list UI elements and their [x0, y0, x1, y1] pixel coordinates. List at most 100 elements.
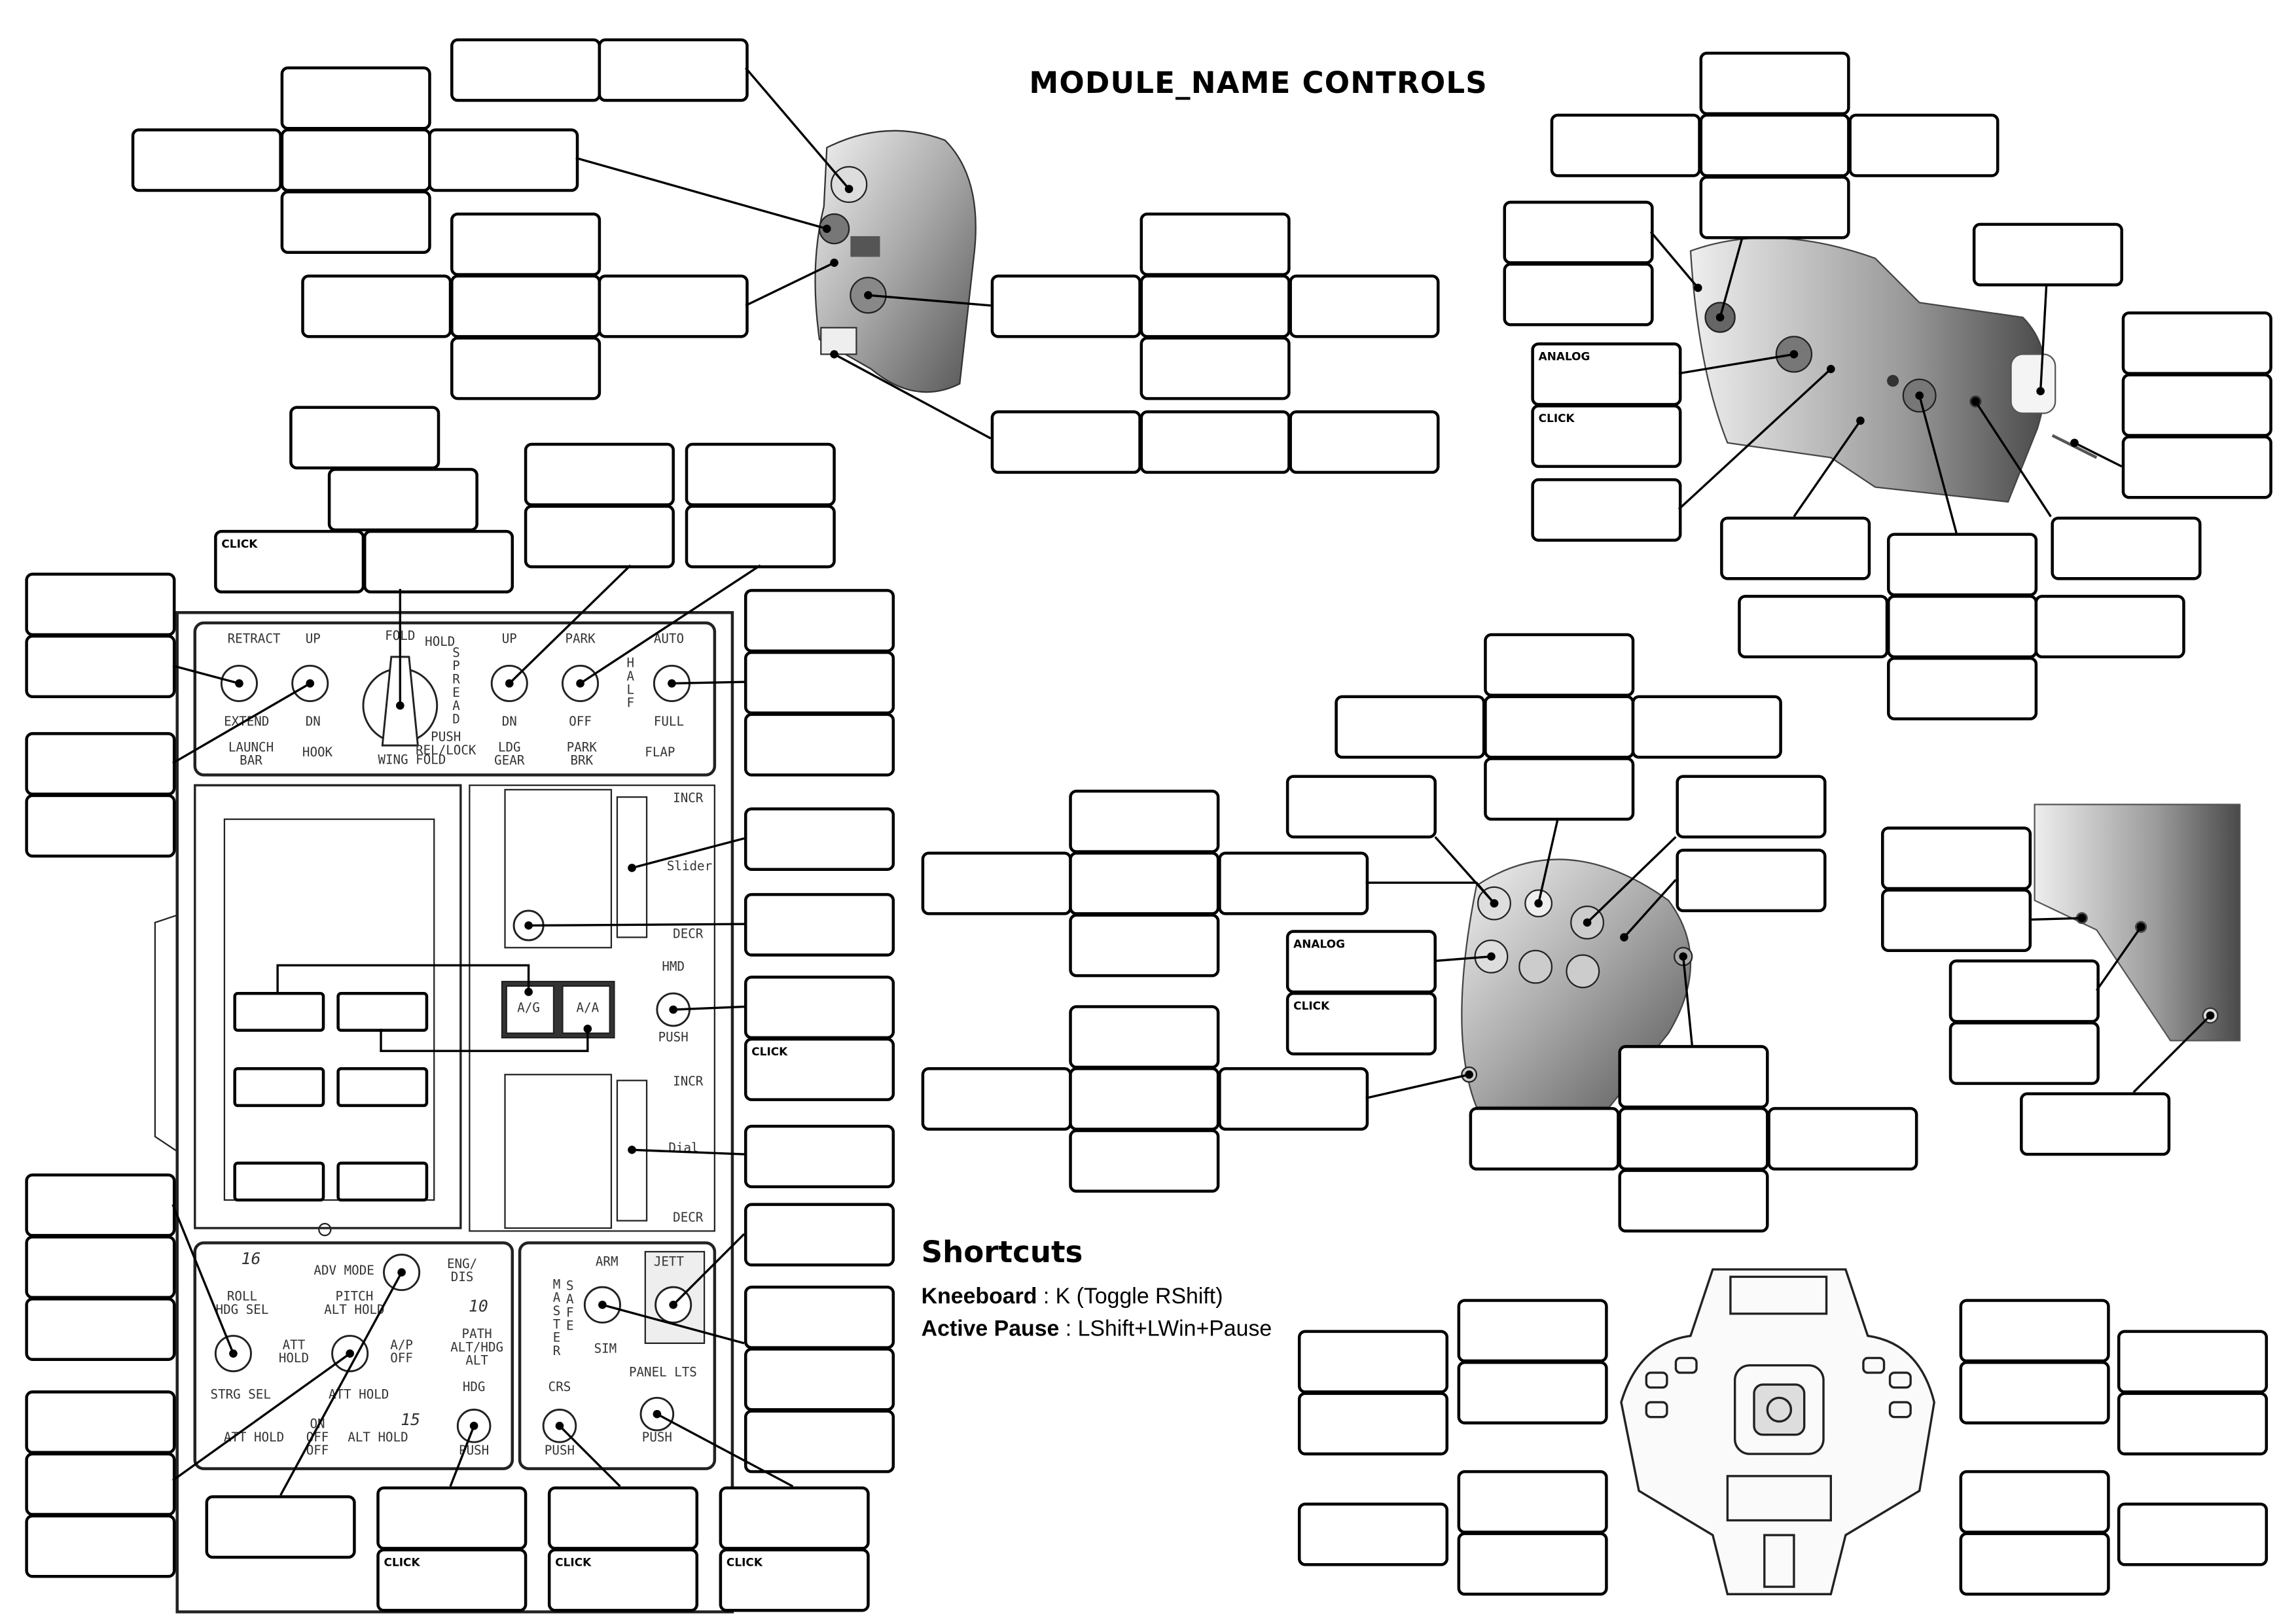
binding-box[interactable] [25, 732, 176, 796]
binding-box[interactable] [990, 410, 1141, 474]
binding-box[interactable] [1069, 913, 1220, 978]
binding-box[interactable] [744, 1203, 895, 1267]
binding-box[interactable] [1469, 1106, 1620, 1171]
binding-box[interactable] [25, 794, 176, 858]
binding-box[interactable] [598, 38, 749, 102]
binding-box[interactable] [719, 1486, 870, 1550]
binding-box[interactable] [2117, 1392, 2269, 1456]
binding-box[interactable] [1618, 1106, 1769, 1171]
binding-box[interactable] [744, 589, 895, 653]
binding-box[interactable] [1297, 1392, 1449, 1456]
binding-box[interactable] [1069, 789, 1220, 853]
binding-box[interactable] [921, 1067, 1072, 1131]
binding-box[interactable] [524, 504, 675, 569]
binding-box[interactable] [1484, 757, 1635, 821]
binding-box[interactable] [25, 1452, 176, 1516]
binding-box[interactable] [1139, 336, 1291, 400]
binding-box[interactable] [1335, 695, 1486, 759]
binding-box[interactable] [25, 635, 176, 699]
binding-box[interactable]: ANALOG [1531, 342, 1682, 406]
binding-box[interactable]: CLICK [214, 529, 365, 593]
binding-box[interactable] [1887, 656, 2038, 720]
binding-box[interactable]: CLICK [547, 1548, 699, 1612]
binding-box[interactable]: CLICK [376, 1548, 528, 1612]
binding-box[interactable] [1948, 959, 2100, 1023]
binding-box[interactable] [1959, 1532, 2110, 1596]
binding-box[interactable] [1887, 533, 2038, 597]
binding-box[interactable] [744, 1409, 895, 1474]
binding-box[interactable] [1297, 1502, 1449, 1566]
binding-box[interactable] [2121, 373, 2272, 437]
binding-box[interactable] [685, 442, 836, 506]
binding-box[interactable] [1959, 1360, 2110, 1424]
binding-box[interactable] [1139, 212, 1291, 276]
binding-box[interactable] [598, 274, 749, 338]
binding-box[interactable] [1069, 851, 1220, 915]
binding-box[interactable] [2121, 435, 2272, 499]
binding-box[interactable] [363, 529, 514, 593]
binding-box[interactable] [2121, 311, 2272, 375]
binding-box[interactable] [1139, 410, 1291, 474]
binding-box[interactable] [1069, 1005, 1220, 1069]
binding-box[interactable] [1631, 695, 1782, 759]
binding-box[interactable] [1285, 775, 1437, 839]
binding-box[interactable] [25, 1173, 176, 1237]
binding-box[interactable] [450, 212, 601, 276]
binding-box[interactable] [2117, 1502, 2269, 1566]
binding-box[interactable] [1699, 175, 1850, 239]
binding-box[interactable] [1699, 113, 1850, 177]
binding-box[interactable] [301, 274, 452, 338]
binding-box[interactable] [1139, 274, 1291, 338]
binding-box[interactable] [450, 274, 601, 338]
binding-box[interactable] [205, 1495, 356, 1559]
binding-box[interactable] [1218, 1067, 1369, 1131]
binding-box[interactable] [428, 128, 579, 192]
binding-box-small[interactable] [233, 1067, 325, 1107]
binding-box[interactable] [990, 274, 1141, 338]
binding-box[interactable] [1069, 1067, 1220, 1131]
binding-box[interactable]: ANALOG [1285, 930, 1437, 994]
binding-box[interactable]: CLICK [744, 1037, 895, 1101]
binding-box[interactable] [1881, 826, 2032, 891]
binding-box-small[interactable] [233, 1161, 325, 1202]
binding-box[interactable] [1457, 1532, 1608, 1596]
binding-box[interactable] [25, 1235, 176, 1299]
binding-box[interactable] [744, 1124, 895, 1188]
binding-box[interactable]: CLICK [719, 1548, 870, 1612]
binding-box[interactable] [1618, 1169, 1769, 1233]
binding-box[interactable] [1484, 695, 1635, 759]
binding-box[interactable] [1069, 1129, 1220, 1193]
binding-box[interactable] [1848, 113, 2000, 177]
binding-box[interactable] [1289, 274, 1440, 338]
binding-box[interactable] [1676, 775, 1827, 839]
binding-box[interactable] [1699, 51, 1850, 115]
binding-box[interactable] [1457, 1470, 1608, 1534]
binding-box[interactable] [685, 504, 836, 569]
binding-box[interactable] [1503, 262, 1654, 327]
binding-box[interactable] [1959, 1470, 2110, 1534]
binding-box[interactable] [289, 406, 440, 470]
binding-box[interactable]: CLICK [1531, 404, 1682, 468]
binding-box[interactable] [744, 1285, 895, 1349]
binding-box-small[interactable] [336, 991, 429, 1032]
binding-box[interactable] [1550, 113, 1701, 177]
binding-box[interactable] [25, 1514, 176, 1578]
binding-box[interactable] [921, 851, 1072, 915]
binding-box[interactable] [1738, 595, 1889, 659]
binding-box[interactable] [744, 1347, 895, 1411]
binding-box[interactable] [327, 468, 478, 532]
binding-box[interactable] [280, 190, 431, 255]
binding-box[interactable] [2034, 595, 2185, 659]
binding-box[interactable] [25, 1390, 176, 1455]
binding-box[interactable] [744, 807, 895, 871]
binding-box[interactable] [450, 38, 601, 102]
binding-box[interactable] [1720, 516, 1871, 580]
binding-box[interactable] [280, 128, 431, 192]
binding-box[interactable]: CLICK [1285, 991, 1437, 1055]
binding-box[interactable] [25, 573, 176, 637]
binding-box[interactable] [1503, 200, 1654, 264]
binding-box[interactable] [450, 336, 601, 400]
binding-box[interactable] [376, 1486, 528, 1550]
binding-box[interactable] [25, 1297, 176, 1361]
binding-box[interactable] [1618, 1045, 1769, 1109]
